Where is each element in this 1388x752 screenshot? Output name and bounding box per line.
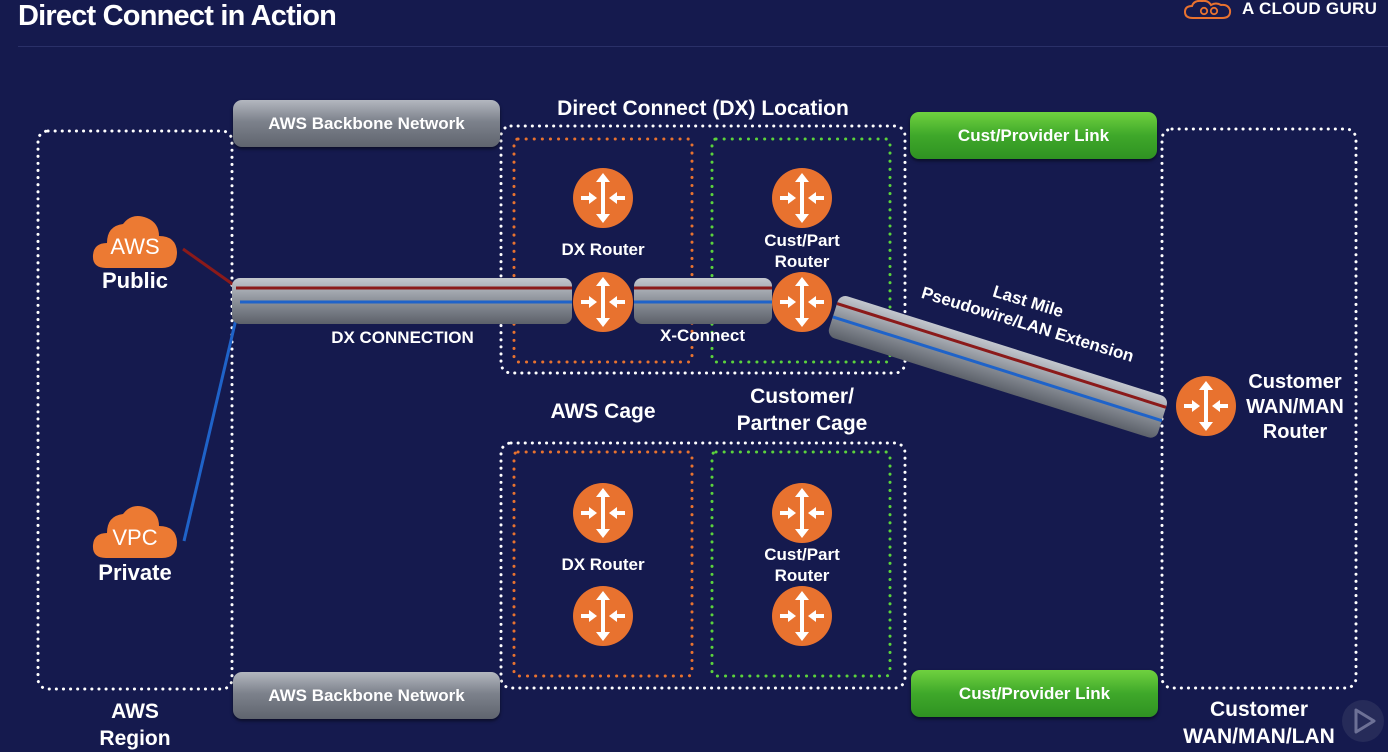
customer-cage-top-border	[710, 137, 892, 364]
dx-router-bottom-lower-icon	[573, 586, 633, 646]
cust-provider-link-top: Cust/Provider Link	[910, 112, 1157, 159]
cust-router-bottom-lower-icon	[772, 586, 832, 646]
xconnect-label: X-Connect	[660, 326, 745, 345]
public-label: Public	[101, 268, 168, 293]
cust-provider-link-bottom: Cust/Provider Link	[911, 670, 1158, 717]
dx-location-box	[499, 124, 907, 375]
xconnect-pipe	[634, 278, 772, 324]
brand-name: A CLOUD GURU	[1242, 0, 1378, 18]
cust-router-bottom-upper-icon	[772, 483, 832, 543]
cust-router-top-lower-icon	[772, 272, 832, 332]
aws-region-label: AWS Region	[99, 700, 171, 750]
aws-backbone-bottom: AWS Backbone Network	[233, 672, 500, 719]
page-title: Direct Connect in Action	[18, 0, 337, 32]
customer-router-label: Customer WAN/MAN Router	[1246, 371, 1344, 443]
vpc-cloud-label: VPC	[112, 525, 158, 550]
dx-router-bottom-upper-icon	[573, 483, 633, 543]
customer-cage-bottom-border	[710, 450, 892, 678]
brand-logo: A CLOUD GURU	[1183, 0, 1377, 22]
aws-cage-top-border	[512, 137, 694, 364]
public-path-line	[182, 247, 239, 290]
dx-connection-label: DX CONNECTION	[331, 328, 474, 347]
customer-cage-label: Customer/ Partner Cage	[736, 385, 868, 435]
customer-network-box	[1160, 127, 1358, 690]
aws-cloud-label: AWS	[110, 234, 160, 259]
dx-router-top-label: DX Router	[561, 240, 645, 259]
dx-location-label: Direct Connect (DX) Location	[557, 97, 849, 120]
dx-connection-pipe	[232, 278, 572, 324]
vpc-cloud-icon	[92, 506, 177, 558]
customer-network-label: Customer WAN/MAN/LAN	[1183, 698, 1335, 748]
private-path-line	[182, 301, 242, 542]
aws-backbone-top: AWS Backbone Network	[233, 100, 500, 147]
dx-router-top-upper-icon	[573, 168, 633, 228]
aws-cage-bottom-border	[512, 450, 694, 678]
aws-region-box	[36, 129, 234, 691]
play-watermark-icon	[1342, 700, 1384, 742]
last-mile-pipe	[828, 296, 1167, 438]
cust-router-bottom-label: Cust/Part Router	[764, 545, 840, 585]
cloud-guru-logo-icon	[1183, 0, 1232, 19]
cust-router-top-label: Cust/Part Router	[764, 231, 840, 271]
dx-router-top-lower-icon	[573, 272, 633, 332]
dx-router-bottom-label: DX Router	[561, 555, 645, 574]
customer-wan-router-icon	[1176, 376, 1236, 436]
cust-router-top-upper-icon	[772, 168, 832, 228]
private-label: Private	[98, 560, 172, 585]
aws-cloud-icon	[92, 216, 177, 268]
dx-location-box-lower	[499, 441, 907, 690]
aws-cage-label: AWS Cage	[550, 400, 656, 423]
title-divider	[18, 46, 1388, 47]
